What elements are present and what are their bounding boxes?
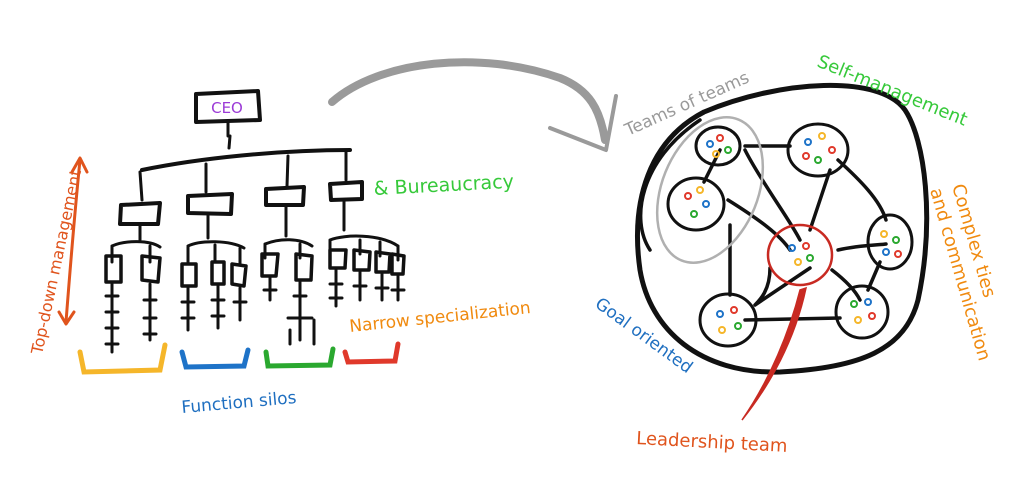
leadership-pointer	[741, 286, 808, 421]
teams-of-teams-oval	[655, 116, 765, 264]
top-down-arrow	[57, 156, 89, 326]
function-silos-label: Function silos	[181, 388, 298, 418]
team-branch-2	[186, 213, 246, 267]
team-circle-1	[694, 125, 742, 167]
transformation-arrow	[328, 58, 618, 152]
manager-box-3	[264, 185, 306, 207]
ceo-trunk	[226, 119, 232, 150]
silo-blue	[179, 347, 251, 370]
team-circle-6	[834, 284, 890, 340]
management-bar	[140, 148, 352, 172]
team-members	[684, 132, 902, 334]
manager-box-1	[118, 201, 162, 226]
function-silos	[77, 341, 401, 375]
hierarchy-chart	[104, 89, 406, 354]
silo-yellow	[77, 342, 168, 375]
staff-ticks	[104, 268, 406, 354]
team-circle-4	[866, 213, 914, 271]
manager-box-4	[328, 180, 364, 202]
team-branch-4	[328, 199, 400, 262]
self-management-label: Self-management	[814, 51, 970, 130]
team-branch-1	[110, 223, 162, 264]
narrow-specialization-label: Narrow specialization	[348, 298, 531, 337]
bureaucracy-label: & Bureaucracy	[373, 171, 514, 200]
goal-oriented-label: Goal oriented	[591, 294, 696, 378]
worker-boxes	[104, 248, 406, 288]
outer-boundary	[635, 83, 930, 375]
team-circle-3	[666, 176, 726, 232]
ceo-box	[194, 89, 262, 124]
ceo-label: CEO	[211, 99, 243, 117]
team-circle-5	[698, 292, 758, 348]
team-circle-2	[786, 122, 850, 178]
silo-green	[263, 346, 336, 369]
team-branch-3	[263, 204, 314, 260]
manager-box-2	[186, 192, 234, 216]
leadership-team-label: Leadership team	[636, 428, 788, 457]
team-network	[635, 83, 930, 375]
top-down-management-label: Top-down management	[27, 168, 85, 357]
silo-red	[342, 341, 401, 365]
leadership-circle	[766, 223, 834, 287]
manager-drops	[138, 150, 348, 202]
